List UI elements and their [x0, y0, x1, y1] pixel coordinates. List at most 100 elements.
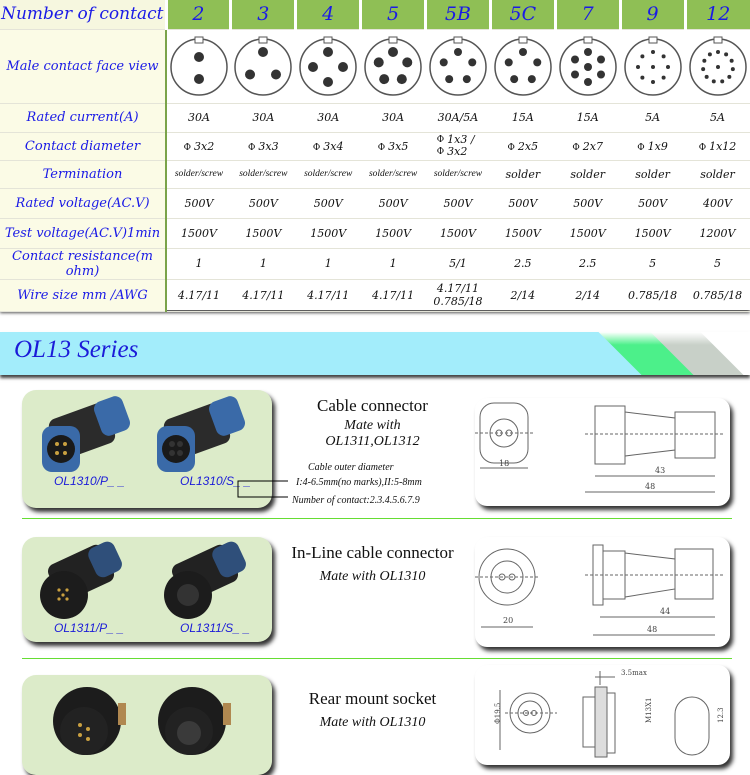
- dim-label: Φ19.5: [494, 703, 502, 724]
- code-socket: OL1311/S_ _: [180, 621, 250, 635]
- spec-cell: 1500V: [555, 218, 620, 248]
- spec-cell: solder/screw: [426, 160, 491, 188]
- spec-cell: 500V: [620, 188, 685, 218]
- note-cable-diameter: Cable outer diameter: [308, 462, 394, 473]
- socket-photo-icon: [22, 675, 272, 765]
- face-view-3: [231, 29, 296, 103]
- product-rear-mount-socket: Rear mount socket Mate with OL1310 Φ19.5…: [0, 665, 750, 750]
- spec-cell: 1500V: [426, 218, 491, 248]
- section-divider: [22, 658, 732, 659]
- spec-cell: 15A: [555, 103, 620, 132]
- section-divider: [22, 518, 732, 519]
- spec-cell: solder/screw: [361, 160, 426, 188]
- row-label: Test voltage(AC.V)1min: [0, 218, 166, 248]
- face-view-4: [296, 29, 361, 103]
- note-contact-count: Number of contact:2.3.4.5.6.7.9: [292, 495, 420, 506]
- dimension-drawing: Φ19.5 3.5max M13X1 12.3: [475, 665, 730, 765]
- spec-cell: 1: [166, 248, 231, 279]
- dim-label: 18: [499, 459, 509, 468]
- dim-label: 43: [655, 466, 665, 475]
- spec-cell: solder: [685, 160, 750, 188]
- spec-cell: 2/14: [555, 279, 620, 311]
- spec-cell: 15A: [490, 103, 555, 132]
- series-banner: OL13 Series: [0, 332, 750, 375]
- phi-icon: Φ: [508, 143, 515, 153]
- spec-cell: 500V: [361, 188, 426, 218]
- spec-cell: 500V: [231, 188, 296, 218]
- row-label: Contact resistance(m ohm): [0, 248, 166, 279]
- dim-label: M13X1: [645, 697, 653, 723]
- row-label: Termination: [0, 160, 166, 188]
- spec-cell: 500V: [490, 188, 555, 218]
- spec-cell: 500V: [166, 188, 231, 218]
- spec-cell: 1500V: [361, 218, 426, 248]
- spec-cell: 1500V: [166, 218, 231, 248]
- dim-label: 48: [647, 625, 657, 634]
- dim-label: 48: [645, 482, 655, 491]
- spec-cell: 1200V: [685, 218, 750, 248]
- spec-cell: 4.17/11: [296, 279, 361, 311]
- spec-cell: 1500V: [231, 218, 296, 248]
- spec-cell: 4.17/11: [361, 279, 426, 311]
- dimension-drawing: 18 43 48: [475, 398, 730, 506]
- drawing-icon: 18 43 48: [475, 398, 730, 506]
- face-view-2: [166, 29, 231, 103]
- product-title: In-Line cable connector: [275, 543, 470, 563]
- phi-icon: Φ: [313, 143, 320, 153]
- mate-with: Mate with OL1310: [275, 569, 470, 585]
- contact-face-icon: [558, 31, 618, 99]
- spec-cell: solder/screw: [166, 160, 231, 188]
- header-label: Number of contact: [0, 0, 166, 29]
- phi-icon: Φ: [184, 143, 191, 153]
- phi-icon: Φ: [248, 143, 255, 153]
- dimension-drawing: 20 44 48: [475, 537, 730, 647]
- contact-face-icon: [233, 31, 293, 99]
- drawing-icon: Φ19.5 3.5max M13X1 12.3: [475, 665, 730, 765]
- phi-icon: Φ: [378, 143, 385, 153]
- contact-diameter-value: 1x12: [709, 140, 736, 153]
- contact-count-header: 7: [555, 0, 620, 29]
- spec-cell: solder: [620, 160, 685, 188]
- contact-count-header: 4: [296, 0, 361, 29]
- spec-cell: 2.5: [490, 248, 555, 279]
- row-label: Wire size mm /AWG: [0, 279, 166, 311]
- face-view-12: [685, 29, 750, 103]
- spec-cell: 2.5: [555, 248, 620, 279]
- drawing-icon: 20 44 48: [475, 537, 730, 647]
- product-inline-connector: OL1311/P_ _ OL1311/S_ _ In-Line cable co…: [0, 537, 750, 652]
- product-title: Cable connector: [275, 396, 470, 416]
- phi-icon: Φ: [572, 143, 579, 153]
- mate-with: Mate with OL1310: [275, 715, 470, 731]
- contact-count-header: 12: [685, 0, 750, 29]
- contact-face-icon: [363, 31, 423, 99]
- contact-diameter-value: 2x5: [518, 140, 538, 153]
- code-plug: OL1310/P_ _: [54, 474, 125, 488]
- spec-cell: solder: [555, 160, 620, 188]
- spec-cell: solder/screw: [296, 160, 361, 188]
- product-photo: OL1310/P_ _ OL1310/S_ _: [22, 390, 272, 508]
- spec-cell: solder/screw: [231, 160, 296, 188]
- spec-cell: 500V: [426, 188, 491, 218]
- face-view-5: [361, 29, 426, 103]
- spec-cell: 0.785/18: [620, 279, 685, 311]
- contact-diameter-value: 3x2: [194, 140, 214, 153]
- spec-cell: 30A: [231, 103, 296, 132]
- contact-face-icon: [428, 31, 488, 99]
- product-title: Rear mount socket: [275, 689, 470, 709]
- dim-label: 12.3: [717, 707, 725, 723]
- contact-face-icon: [169, 31, 229, 99]
- contact-count-header: 2: [166, 0, 231, 29]
- callout-lines: [236, 473, 296, 513]
